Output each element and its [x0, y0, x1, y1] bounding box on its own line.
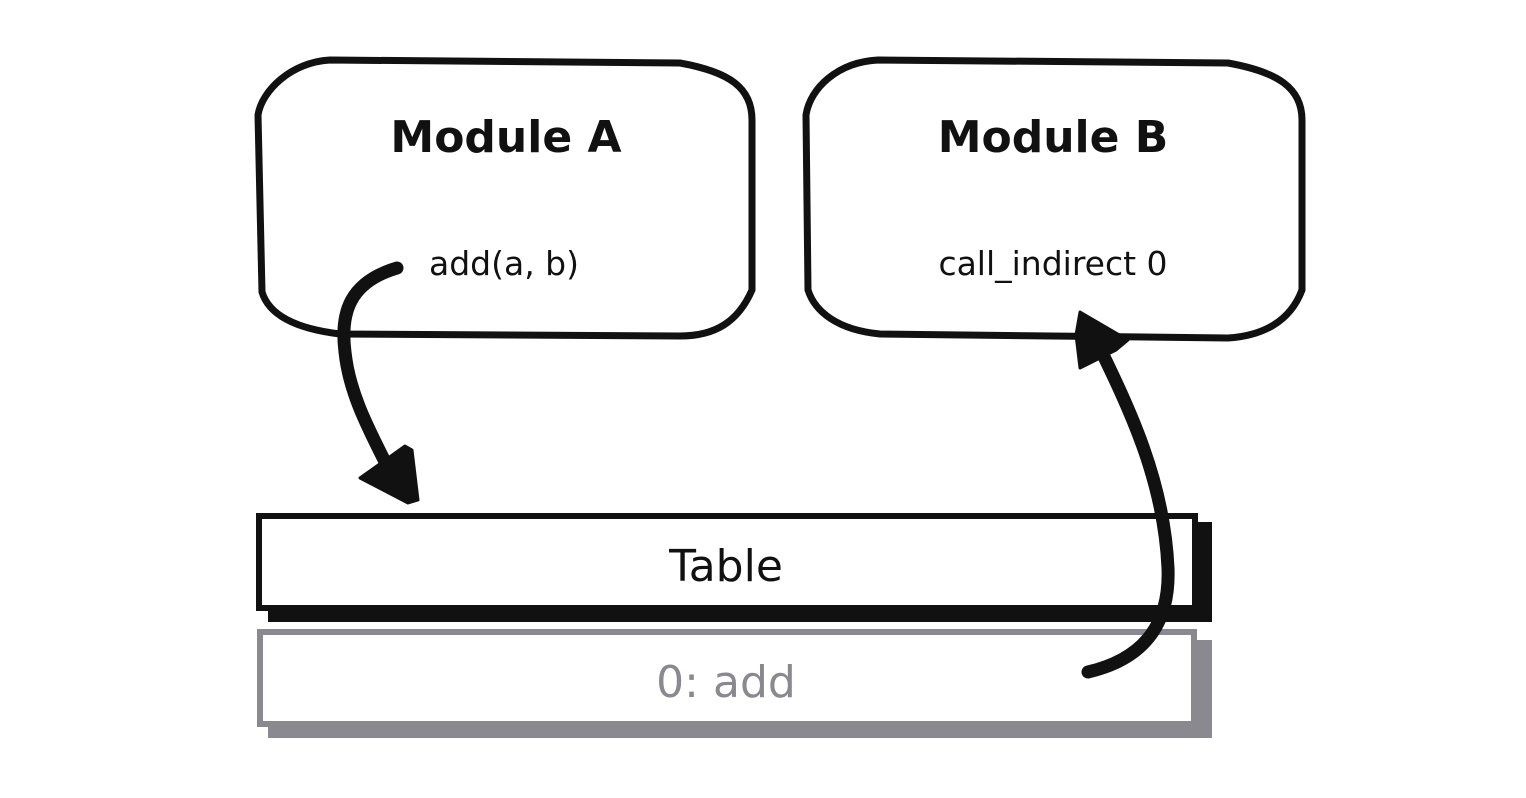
arrow-add-to-table: [337, 261, 420, 505]
arrow-entry-to-call-head: [1074, 310, 1130, 370]
table: Table: [256, 513, 1212, 622]
module-b: Module B call_indirect 0: [802, 56, 1306, 342]
module-a-title: Module A: [390, 112, 621, 163]
module-b-function: call_indirect 0: [938, 244, 1167, 283]
table-entry-box: [257, 629, 1197, 727]
table-box: [256, 513, 1198, 611]
table-entry-label: 0: add: [656, 657, 796, 708]
arrow-add-to-table-head: [358, 444, 420, 505]
arrow-entry-to-call: [1074, 310, 1175, 679]
module-a-box: [254, 56, 756, 340]
module-a-function: add(a, b): [429, 244, 579, 283]
table-entry-0: 0: add: [257, 629, 1212, 738]
arrow-entry-to-call-line: [1081, 331, 1175, 679]
module-a: Module A add(a, b): [254, 56, 756, 340]
module-b-box: [802, 56, 1306, 342]
table-label: Table: [668, 541, 783, 592]
module-b-title: Module B: [938, 112, 1169, 163]
arrow-add-to-table-line: [337, 261, 405, 495]
